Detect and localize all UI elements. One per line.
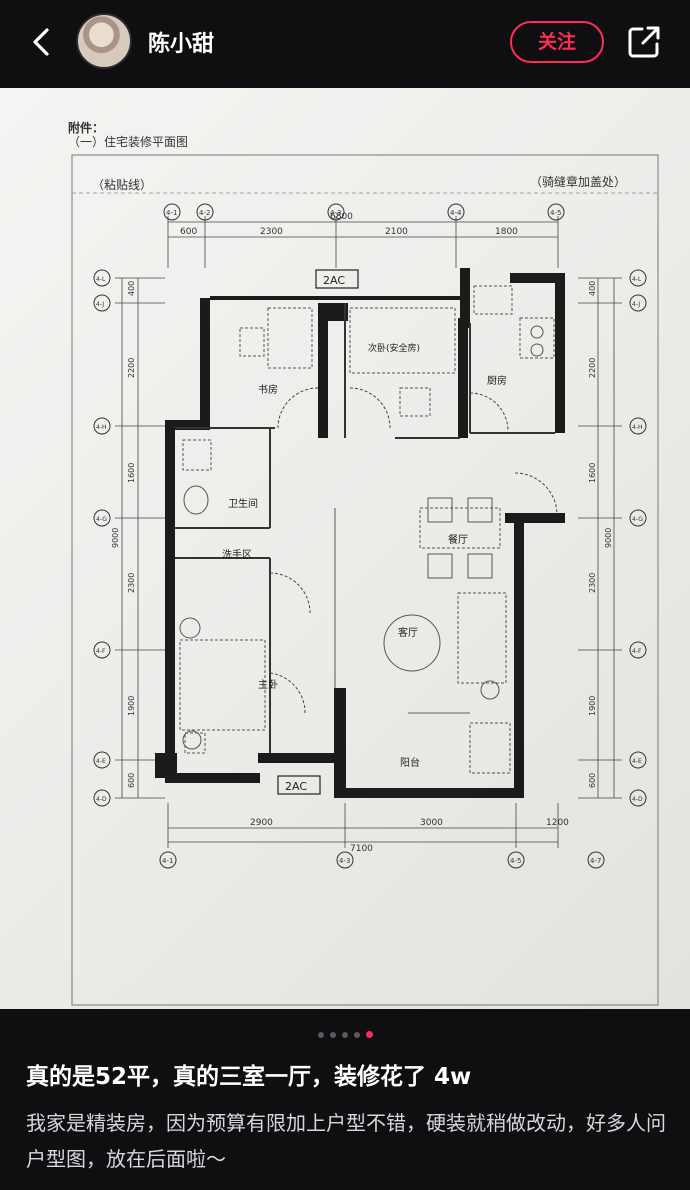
room-study: 书房	[258, 383, 278, 396]
left-dim-6: 600	[127, 773, 136, 788]
axis-left-7: 4-D	[96, 796, 107, 803]
left-dim-4: 2300	[127, 573, 136, 593]
room-balcony: 阳台	[400, 756, 420, 769]
floor-plan-drawing: 附件： （一）住宅装修平面图 （粘贴线） （骑缝章加盖处） 6800 600 2…	[68, 120, 659, 1006]
room-living: 客厅	[398, 626, 418, 639]
carousel-dot[interactable]	[329, 1032, 336, 1038]
walls	[155, 268, 565, 798]
top-dim-4: 1800	[495, 227, 518, 237]
right-dim-2: 2200	[588, 358, 597, 378]
right-total-dim: 9000	[604, 528, 613, 548]
axis-bottom-3: 4-5	[510, 857, 521, 865]
axis-left-4: 4-G	[96, 516, 107, 523]
follow-button[interactable]: 关注	[510, 21, 604, 63]
room-second-bedroom: 次卧(安全房)	[368, 342, 420, 354]
room-master: 主卧	[258, 678, 278, 691]
axis-right-3: 4-H	[632, 424, 643, 431]
username[interactable]: 陈小甜	[148, 32, 215, 57]
axis-top-4: 4-4	[450, 209, 462, 217]
axis-left-6: 4-E	[96, 758, 106, 765]
axis-right-4: 4-G	[632, 516, 643, 523]
bottom-total-dim: 7100	[350, 844, 373, 854]
chevron-left-icon[interactable]	[22, 22, 62, 62]
bottom-dim-3: 1200	[546, 818, 569, 828]
axis-top-2: 4-2	[199, 209, 210, 217]
axis-bottom-4: 4-7	[590, 857, 601, 865]
axis-right-1: 4-L	[632, 276, 642, 283]
right-dim-4: 2300	[588, 573, 597, 593]
room-wash-area: 洗手区	[222, 548, 252, 561]
right-dim-6: 600	[588, 773, 597, 788]
left-dim-1: 400	[127, 281, 136, 296]
carousel-dot[interactable]	[353, 1032, 360, 1038]
axis-right-6: 4-E	[632, 758, 642, 765]
left-dim-2: 2200	[127, 358, 136, 378]
carousel-indicator	[0, 1023, 690, 1038]
top-dim-2: 2300	[260, 227, 283, 237]
axis-right-2: 4-J	[632, 301, 640, 308]
left-dim-5: 1900	[127, 696, 136, 716]
axis-top-1: 4-1	[166, 209, 177, 217]
seam-stamp-label: （骑缝章加盖处）	[530, 174, 626, 189]
axis-left-5: 4-F	[96, 648, 106, 655]
top-total-dim: 6800	[330, 212, 353, 222]
share-icon[interactable]	[624, 22, 664, 62]
axis-top-5: 4-5	[550, 209, 561, 217]
axis-right-7: 4-D	[632, 796, 643, 803]
left-dim-3: 1600	[127, 463, 136, 483]
post-image[interactable]: 附件： （一）住宅装修平面图 （粘贴线） （骑缝章加盖处） 6800 600 2…	[0, 88, 690, 1009]
ac-label-top: 2AC	[323, 274, 345, 287]
room-bathroom: 卫生间	[228, 497, 258, 510]
paste-line-label: （粘贴线）	[92, 177, 152, 192]
right-dim-3: 1600	[588, 463, 597, 483]
axis-left-3: 4-H	[96, 424, 107, 431]
plan-title: （一）住宅装修平面图	[68, 134, 188, 149]
post-content: 真的是52平，真的三室一厅，装修花了 4w 我家是精装房，因为预算有限加上户型不…	[0, 1009, 690, 1190]
bottom-dim-1: 2900	[250, 818, 273, 828]
top-dim-1: 600	[180, 227, 197, 237]
carousel-dot-active[interactable]	[365, 1031, 373, 1038]
axis-top-3: 4-3	[330, 209, 341, 217]
carousel-dot[interactable]	[317, 1032, 324, 1038]
right-dim-1: 400	[588, 281, 597, 296]
axis-bottom-2: 4-3	[339, 857, 350, 865]
post-title: 真的是52平，真的三室一厅，装修花了 4w	[26, 1064, 472, 1090]
left-total-dim: 9000	[111, 528, 120, 548]
room-dining: 餐厅	[448, 533, 468, 546]
axis-left-1: 4-L	[96, 276, 106, 283]
room-kitchen: 厨房	[487, 374, 507, 387]
axis-left-2: 4-J	[96, 301, 104, 308]
avatar[interactable]	[76, 13, 132, 69]
bottom-dim-2: 3000	[420, 818, 443, 828]
carousel-dot[interactable]	[341, 1032, 348, 1038]
right-dim-5: 1900	[588, 696, 597, 716]
attachment-label: 附件：	[68, 120, 104, 135]
post-body: 我家是精装房，因为预算有限加上户型不错，硬装就稍做改动，好多人问户型图，放在后面…	[26, 1111, 666, 1171]
axis-right-5: 4-F	[632, 648, 642, 655]
axis-bottom-1: 4-1	[162, 857, 173, 865]
top-dim-3: 2100	[385, 227, 408, 237]
ac-label-bottom: 2AC	[285, 780, 307, 793]
top-bar: 陈小甜 关注	[0, 0, 690, 88]
